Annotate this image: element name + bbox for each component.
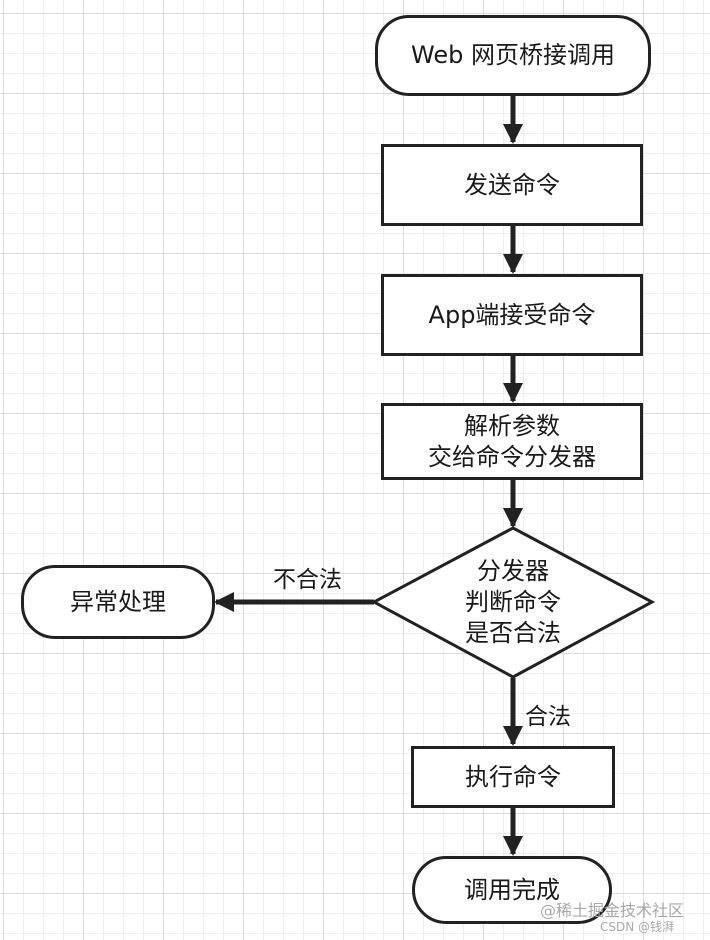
start-node-label: Web 网页桥接调用 xyxy=(411,41,615,69)
send-command-node: 发送命令 xyxy=(381,144,643,226)
decision-line-1: 分发器 xyxy=(477,556,549,585)
call-complete-label: 调用完成 xyxy=(464,875,560,904)
watermark-author: CSDN @钱湃 xyxy=(600,920,675,934)
edge-label-invalid: 不合法 xyxy=(273,567,342,593)
decision-line-3: 是否合法 xyxy=(465,618,561,647)
execute-command-label: 执行命令 xyxy=(465,762,561,791)
start-node: Web 网页桥接调用 xyxy=(375,15,651,96)
edge-label-valid: 合法 xyxy=(525,704,571,730)
execute-command-node: 执行命令 xyxy=(411,746,615,808)
app-receive-label: App端接受命令 xyxy=(428,300,596,329)
call-complete-node: 调用完成 xyxy=(412,856,612,924)
decision-diamond xyxy=(370,526,656,679)
error-handling-node: 异常处理 xyxy=(21,565,215,639)
decision-text: 分发器 判断命令 是否合法 xyxy=(413,553,613,651)
app-receive-node: App端接受命令 xyxy=(381,274,643,356)
parse-params-node: 解析参数 交给命令分发器 xyxy=(381,403,643,480)
error-handling-label: 异常处理 xyxy=(70,587,166,616)
send-command-label: 发送命令 xyxy=(464,170,560,199)
decision-line-2: 判断命令 xyxy=(465,587,561,616)
parse-params-line-2: 交给命令分发器 xyxy=(428,442,596,471)
watermark-site: @稀土掘金技术社区 xyxy=(540,901,685,920)
parse-params-line-1: 解析参数 xyxy=(464,411,560,440)
